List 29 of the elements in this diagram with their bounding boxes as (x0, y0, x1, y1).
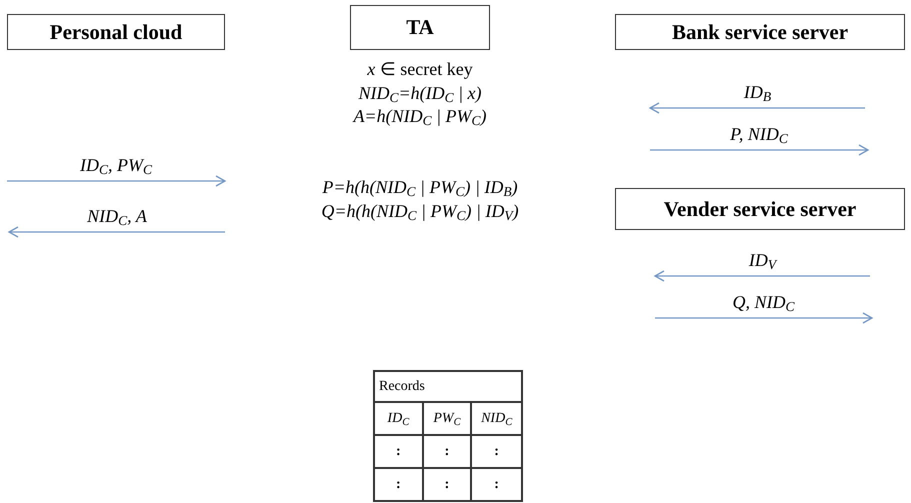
table-cell-text: : (494, 476, 499, 494)
entity-name: Vender service server (664, 198, 856, 220)
entity-box (615, 188, 905, 230)
table-cell-text: : (494, 443, 499, 461)
table-cell-text: PW$_{C}$ (433, 410, 461, 429)
entity-name: Personal cloud (50, 22, 182, 42)
table-title: Records (379, 378, 425, 396)
table-cell-text: : (396, 443, 401, 461)
message-label: ID$_{C}$, PW$_{C}$ (80, 154, 152, 176)
message-label: ID$_{B}$ (744, 81, 772, 103)
message-label: ID$_{V}$ (748, 249, 776, 271)
formula-text: NID$_{C}$=h(ID$_{C}$ | x) (358, 82, 482, 104)
table-cell-text: : (396, 476, 401, 494)
entity-name: Bank service server (672, 22, 848, 42)
formula-text: P=h(h(NID$_{C}$ | PW$_{C}$) | ID$_{B}$) (322, 176, 518, 198)
message-label: Q, NID$_{C}$ (732, 291, 794, 313)
entity-name: TA (406, 17, 434, 38)
table-cell-text: ID$_{C}$ (387, 410, 410, 429)
message-label: NID$_{C}$, A (87, 205, 147, 227)
table-cell-text: : (444, 443, 450, 461)
table-cell-text: NID$_{C}$ (481, 410, 512, 429)
entity-box (350, 5, 490, 50)
message-label: P, NID$_{C}$ (730, 123, 788, 145)
formula-text: x ∈ secret key (367, 58, 473, 80)
entity-box (615, 14, 905, 50)
formula-text: Q=h(h(NID$_{C}$ | PW$_{C}$) | ID$_{V}$) (321, 200, 519, 222)
table-cell-text: : (444, 476, 450, 494)
entity-box (7, 14, 225, 50)
formula-text: A=h(NID$_{C}$ | PW$_{C}$) (353, 105, 487, 127)
